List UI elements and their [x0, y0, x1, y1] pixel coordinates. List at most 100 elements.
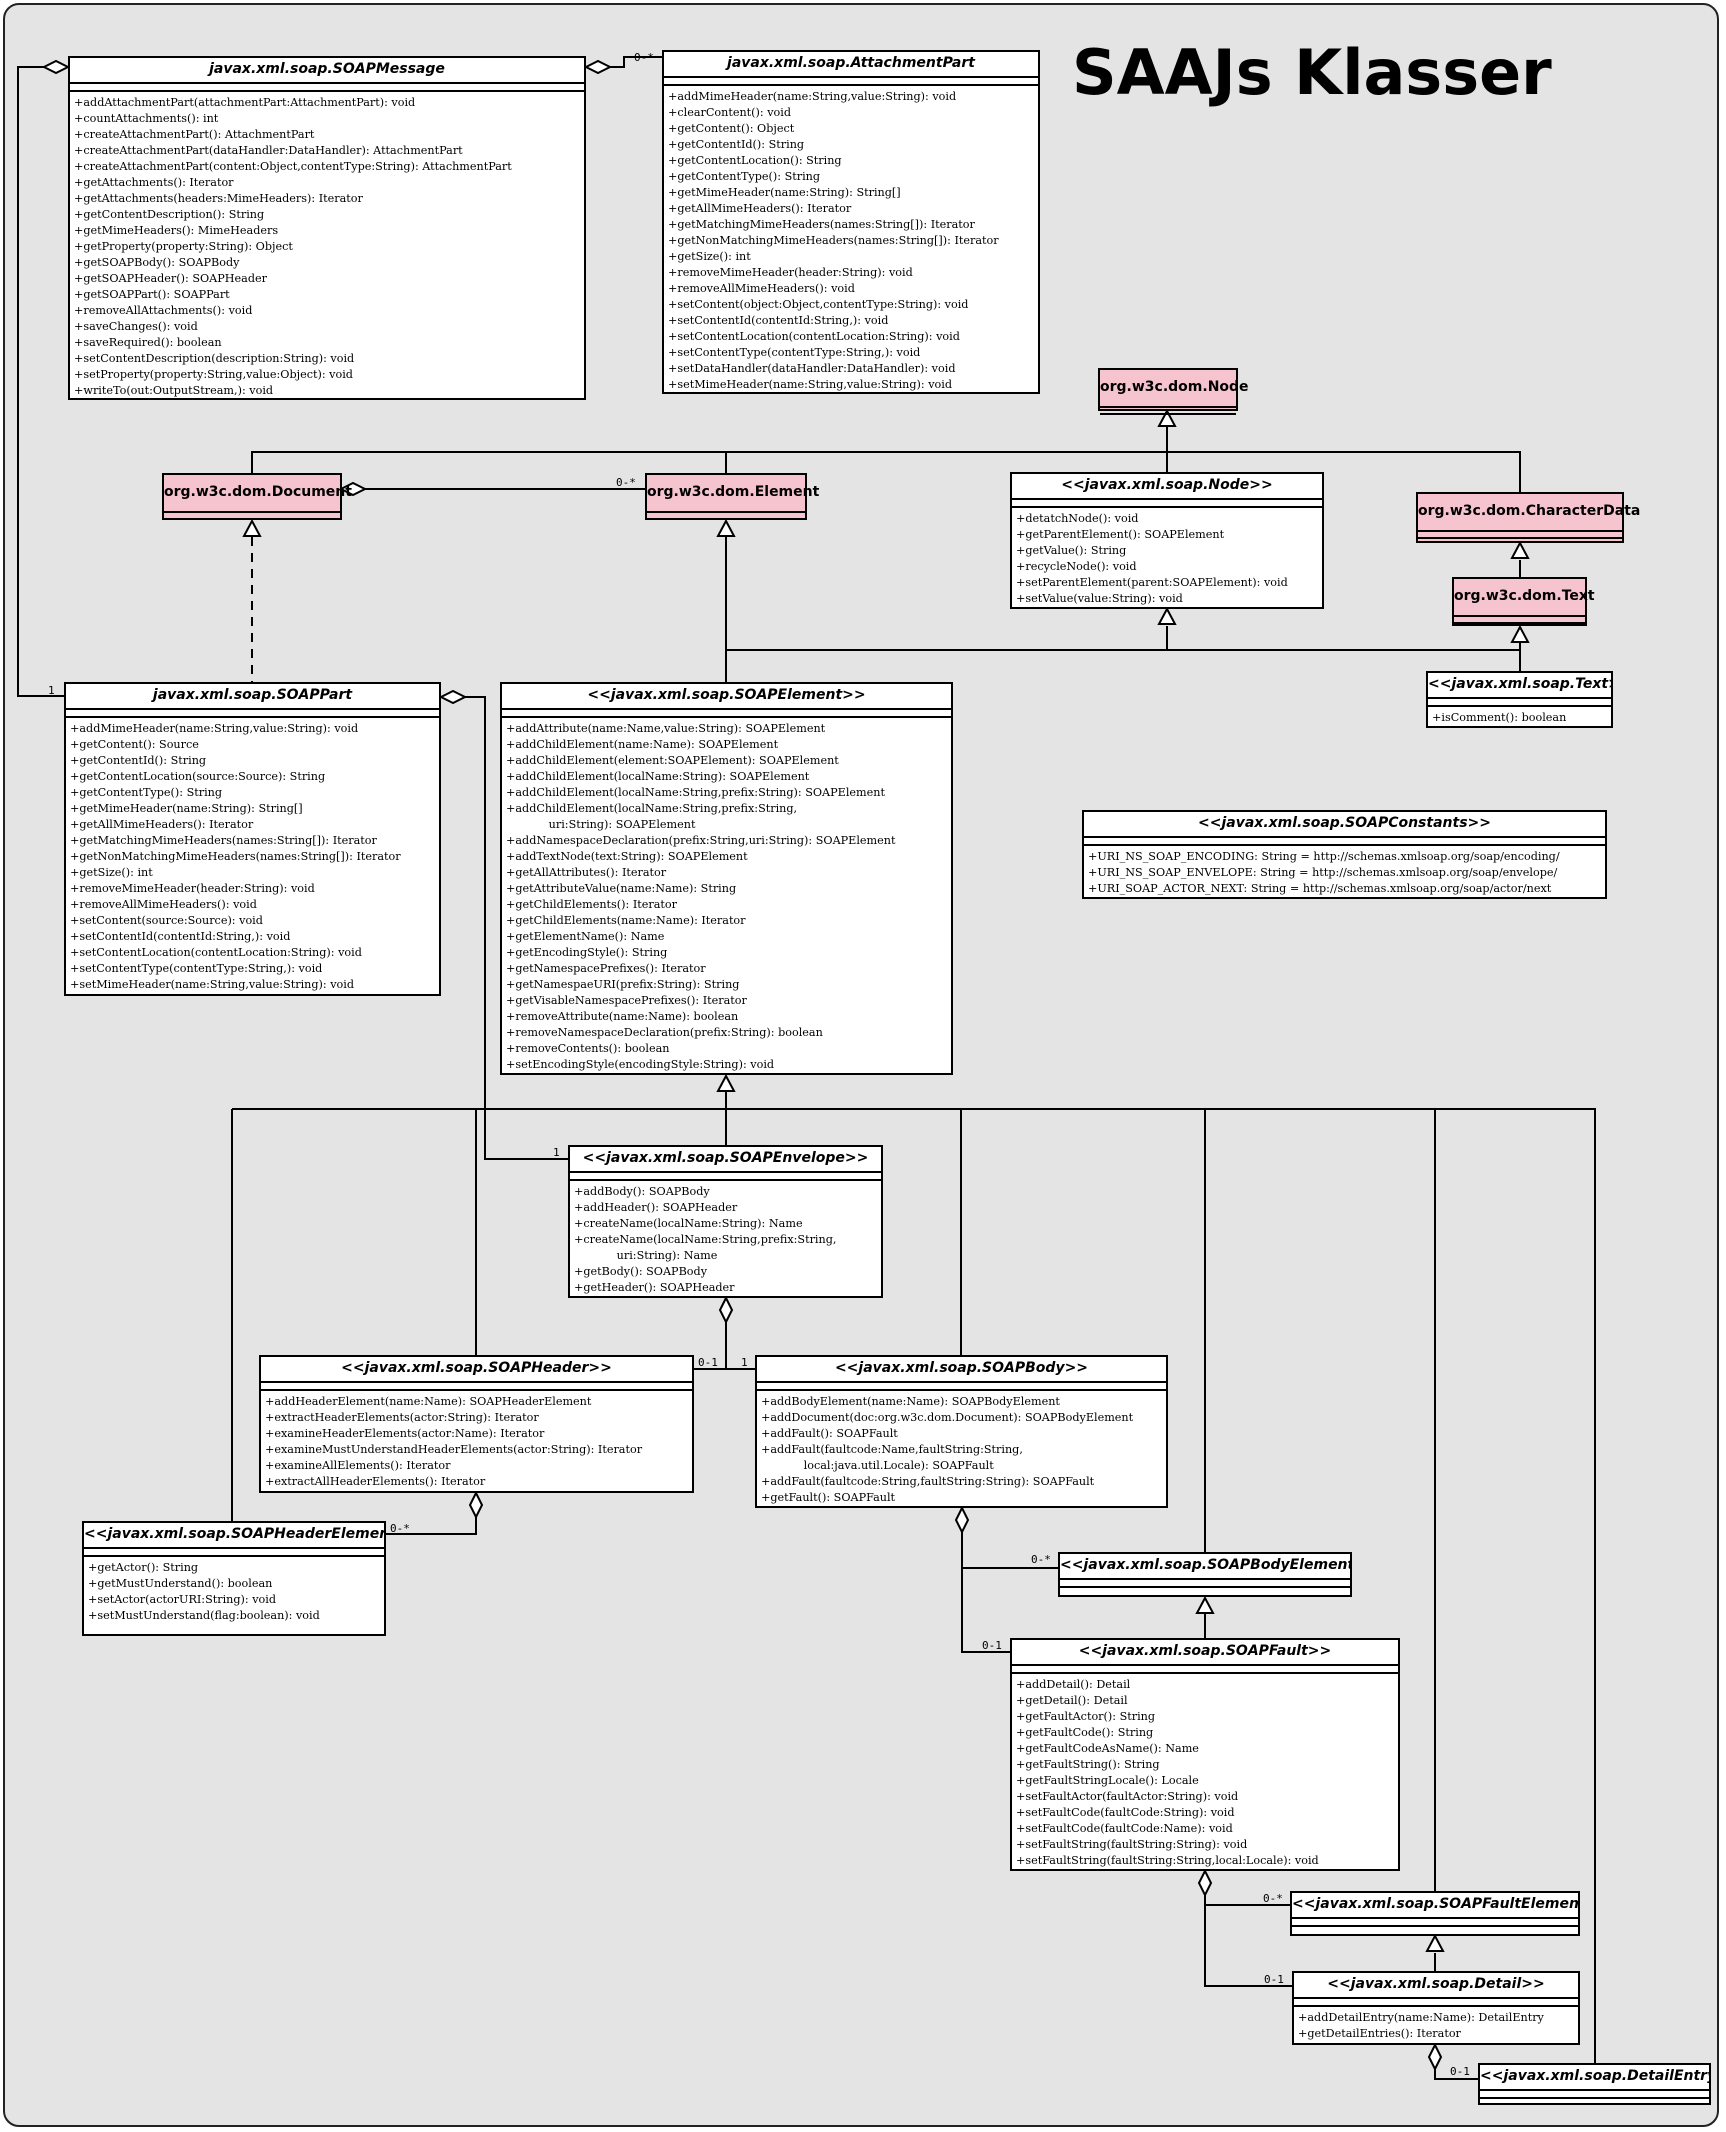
message-attachment-link — [610, 56, 662, 68]
operation: +addChildElement(localName:String,prefix… — [506, 802, 798, 831]
multiplicity-label: 1 — [741, 1356, 748, 1369]
class-soaptext: <<javax.xml.soap.Text>>+isComment(): boo… — [1426, 671, 1613, 728]
operation: +extractAllHeaderElements(): Iterator — [265, 1475, 486, 1488]
class-attachmentpart: javax.xml.soap.AttachmentPart+addMimeHea… — [662, 50, 1040, 394]
class-name: org.w3c.dom.Text — [1454, 579, 1595, 617]
operation: +getMimeHeader(name:String): String[] — [70, 802, 303, 815]
operation: +getContent(): Object — [668, 122, 795, 135]
class-soapelement: <<javax.xml.soap.SOAPElement>>+addAttrib… — [500, 682, 953, 1075]
class-name: <<javax.xml.soap.SOAPHeader>> — [261, 1357, 692, 1383]
operation: +removeMimeHeader(header:String): void — [668, 266, 913, 279]
multiplicity-label: 0-1 — [1264, 1973, 1284, 1986]
node-hierarchy-bus — [251, 451, 1521, 492]
operation: +removeMimeHeader(header:String): void — [70, 882, 315, 895]
operation: +removeContents(): boolean — [506, 1042, 670, 1055]
operations-compartment: +URI_NS_SOAP_ENCODING: String = http://s… — [1084, 846, 1605, 900]
operation: +createAttachmentPart(dataHandler:DataHa… — [74, 144, 463, 157]
operations-compartment: +getActor(): String+getMustUnderstand():… — [84, 1557, 384, 1627]
operation: +extractHeaderElements(actor:String): It… — [265, 1411, 539, 1424]
operation: +setContentDescription(description:Strin… — [74, 352, 355, 365]
operations-compartment: +addBody(): SOAPBody+addHeader(): SOAPHe… — [570, 1181, 881, 1299]
inheritance-arrowhead — [242, 518, 262, 537]
class-soapheaderelement: <<javax.xml.soap.SOAPHeaderElement>>+get… — [82, 1521, 386, 1636]
operation: +URI_NS_SOAP_ENVELOPE: String = http://s… — [1088, 866, 1558, 879]
class-soapbody: <<javax.xml.soap.SOAPBody>> +addBodyEleme… — [755, 1355, 1168, 1508]
operation: +getContentType(): String — [668, 170, 821, 183]
operation: +getContentLocation(source:Source): Stri… — [70, 770, 326, 783]
operation: +getSOAPHeader(): SOAPHeader — [74, 272, 267, 285]
operation: +removeAllMimeHeaders(): void — [70, 898, 257, 911]
operation: +getContentDescription(): String — [74, 208, 265, 221]
operation: +getContentType(): String — [70, 786, 223, 799]
operation: +setFaultCode(faultCode:String): void — [1016, 1806, 1235, 1819]
operation: +getSize(): int — [70, 866, 153, 879]
operation: +addBodyElement(name:Name): SOAPBodyElem… — [761, 1395, 1060, 1408]
operation: +createAttachmentPart(): AttachmentPart — [74, 128, 315, 141]
diagram-title: SAAJs Klasser — [1072, 36, 1552, 109]
class-name: org.w3c.dom.Document — [164, 475, 352, 513]
class-name: <<javax.xml.soap.SOAPElement>> — [502, 684, 951, 710]
class-soapmessage: javax.xml.soap.SOAPMessage+addAttachment… — [68, 56, 586, 400]
class-name: <<javax.xml.soap.SOAPFaultElement>> — [1292, 1893, 1578, 1919]
multiplicity-label: 0-* — [390, 1522, 410, 1535]
operation: +setContent(source:Source): void — [70, 914, 263, 927]
operations-compartment — [1480, 2099, 1709, 2105]
operation: +addChildElement(localName:String,prefix… — [506, 786, 885, 799]
operation: +URI_SOAP_ACTOR_NEXT: String = http://sc… — [1088, 882, 1552, 895]
class-name: <<javax.xml.soap.Node>> — [1012, 474, 1322, 500]
inheritance-arrowhead — [1157, 408, 1177, 427]
fault-detail-link — [1204, 1895, 1292, 1987]
operation: +clearContent(): void — [668, 106, 792, 119]
operation: +addFault(): SOAPFault — [761, 1427, 898, 1440]
operation: +createName(localName:String): Name — [574, 1217, 803, 1230]
operations-compartment: +addDetail(): Detail+getDetail(): Detail… — [1012, 1674, 1398, 1872]
multiplicity-label: 0-1 — [698, 1356, 718, 1369]
operation: +getAllMimeHeaders(): Iterator — [668, 202, 852, 215]
aggregation-diamond — [438, 689, 468, 705]
operation: +setMimeHeader(name:String,value:String)… — [668, 378, 953, 391]
attribute-compartment — [1100, 408, 1236, 415]
external-class-characterdata: org.w3c.dom.CharacterData — [1416, 492, 1640, 543]
class-name: org.w3c.dom.CharacterData — [1418, 494, 1640, 532]
operation: +addAttachmentPart(attachmentPart:Attach… — [74, 96, 416, 109]
class-name: <<javax.xml.soap.SOAPConstants>> — [1084, 812, 1605, 838]
operation: +addHeaderElement(name:Name): SOAPHeader… — [265, 1395, 592, 1408]
operation: +setFaultActor(faultActor:String): void — [1016, 1790, 1239, 1803]
class-name: <<javax.xml.soap.Detail>> — [1294, 1973, 1578, 1999]
operation: +getHeader(): SOAPHeader — [574, 1281, 735, 1294]
attribute-compartment — [164, 513, 340, 520]
class-name: <<javax.xml.soap.SOAPBody>> — [757, 1357, 1166, 1383]
attribute-compartment — [66, 710, 439, 718]
operation: +addMimeHeader(name:String,value:String)… — [70, 722, 359, 735]
attribute-compartment — [570, 1173, 881, 1181]
operation: +getParentElement(): SOAPElement — [1016, 528, 1225, 541]
operation: +createAttachmentPart(content:Object,con… — [74, 160, 512, 173]
multiplicity-label: 1 — [48, 684, 55, 697]
operation: +setFaultString(faultString:String,local… — [1016, 1854, 1319, 1867]
inheritance-arrowhead — [1510, 540, 1530, 559]
aggregation-diamond — [41, 59, 71, 75]
class-detail: <<javax.xml.soap.Detail>>+addDetailEntry… — [1292, 1971, 1580, 2045]
operation: +setContentId(contentId:String,): void — [70, 930, 291, 943]
attribute-compartment — [1012, 500, 1322, 508]
operation: +getMimeHeaders(): MimeHeaders — [74, 224, 279, 237]
operation: +getValue(): String — [1016, 544, 1127, 557]
operation: +getContentLocation(): String — [668, 154, 842, 167]
operation: +getAttributeValue(name:Name): String — [506, 882, 737, 895]
operation: +addDetail(): Detail — [1016, 1678, 1131, 1691]
operations-compartment: +addHeaderElement(name:Name): SOAPHeader… — [261, 1391, 692, 1493]
operation: +getChildElements(): Iterator — [506, 898, 677, 911]
attribute-compartment — [1012, 1666, 1398, 1674]
soapelement-subclass-bus — [232, 1108, 1596, 2063]
inheritance-arrowhead — [1510, 624, 1530, 643]
class-name: <<javax.xml.soap.SOAPBodyElement>> — [1060, 1554, 1350, 1580]
operation: +getFaultActor(): String — [1016, 1710, 1156, 1723]
operation: +setParentElement(parent:SOAPElement): v… — [1016, 576, 1288, 589]
operation: +examineAllElements(): Iterator — [265, 1459, 451, 1472]
class-soapfaultelement: <<javax.xml.soap.SOAPFaultElement>> — [1290, 1891, 1580, 1936]
attribute-compartment — [647, 513, 805, 520]
message-part-link — [17, 66, 64, 697]
attribute-compartment — [757, 1383, 1166, 1391]
operation: +saveRequired(): boolean — [74, 336, 222, 349]
